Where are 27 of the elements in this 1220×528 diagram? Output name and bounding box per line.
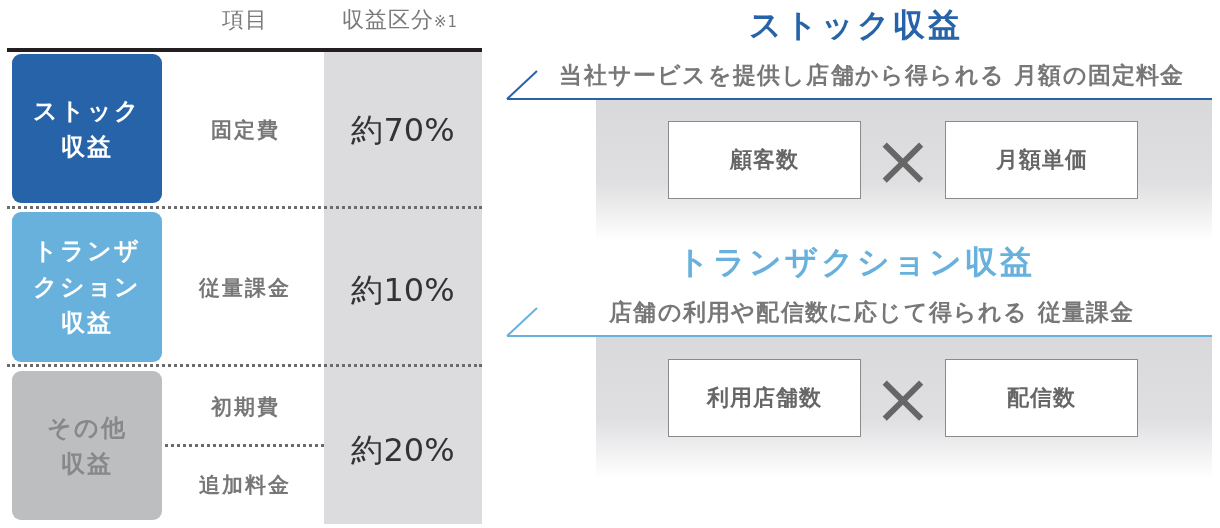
factor-box — [668, 359, 861, 437]
factor-label: 月額単価 — [995, 146, 1088, 174]
factor-box — [945, 359, 1138, 437]
section-title: トランザクション収益 — [677, 242, 1035, 283]
category-box — [12, 371, 162, 520]
factor-box — [945, 121, 1138, 199]
factor-label: 配信数 — [1007, 384, 1076, 412]
multiply-sign: × — [872, 118, 934, 202]
item-label: 追加料金 — [199, 472, 291, 498]
section-subtitle: 店舗の利用や配信数に応じて得られる 従量課金 — [609, 298, 1135, 327]
item-label: 初期費 — [210, 394, 280, 420]
column-header: 項目 — [222, 7, 268, 33]
percent-value: 約10% — [351, 271, 455, 309]
item-label: 従量課金 — [199, 275, 291, 301]
category-box — [12, 54, 162, 203]
multiply-sign: × — [872, 356, 934, 440]
percent-value: 約70% — [351, 111, 455, 149]
factor-box — [668, 121, 861, 199]
category-box — [12, 212, 162, 362]
section-subtitle: 当社サービスを提供し店舗から得られる 月額の固定料金 — [559, 61, 1185, 90]
section-title: ストック収益 — [749, 5, 963, 46]
category-label: トランザクション収益 — [32, 236, 142, 339]
factor-label: 利用店舗数 — [707, 384, 822, 412]
category-label: ストック収益 — [32, 95, 142, 163]
factor-label: 顧客数 — [730, 146, 799, 174]
percent-value: 約20% — [351, 431, 455, 469]
item-label: 固定費 — [210, 117, 280, 143]
